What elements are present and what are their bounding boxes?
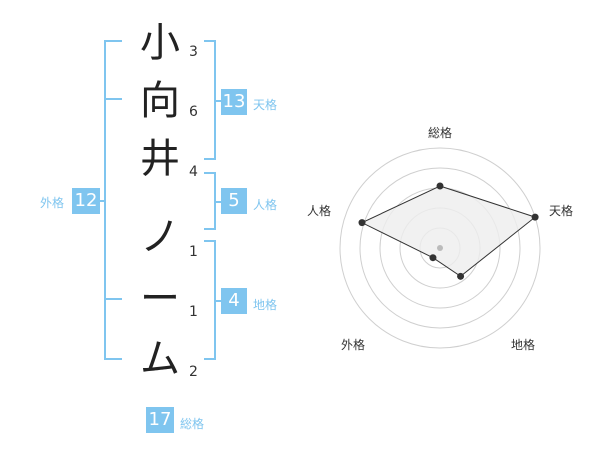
radar-chart (339, 147, 541, 349)
jinkaku-label: 人格 (253, 198, 278, 212)
name-char: 小 (140, 20, 180, 66)
chikaku-bracket (204, 240, 216, 360)
chikaku-label: 地格 (253, 298, 278, 312)
name-char: ム (140, 336, 180, 382)
stroke-count: 1 (189, 304, 198, 320)
stroke-count: 4 (189, 164, 198, 180)
name-char: 井 (140, 136, 180, 182)
radar-points (358, 182, 539, 280)
radar-ring (339, 147, 541, 349)
bracket-connector (216, 201, 222, 203)
gaikaku-value: 12 (72, 188, 100, 214)
radar-point (429, 254, 437, 262)
stroke-count: 2 (189, 364, 198, 380)
chikaku-value: 4 (221, 288, 247, 314)
radar-point (457, 272, 465, 280)
bracket-connector (216, 300, 222, 302)
stroke-count: 1 (189, 244, 198, 260)
tenkaku-bracket (204, 40, 216, 160)
radar-label-chikaku: 地格 (511, 338, 536, 352)
radar-polygon (360, 185, 537, 277)
soukaku-label: 総格 (180, 417, 205, 431)
radar-label-tenkaku: 天格 (549, 204, 574, 218)
name-char: ノ (140, 214, 180, 260)
tenkaku-value: 13 (221, 89, 247, 115)
name-char: 向 (140, 78, 180, 124)
radar-label-soukaku: 総格 (428, 126, 453, 140)
radar-point (358, 219, 366, 227)
jinkaku-bracket (204, 172, 216, 230)
gaikaku-bracket (104, 40, 122, 360)
tenkaku-label: 天格 (253, 98, 278, 112)
soukaku-value: 17 (146, 407, 174, 433)
bracket-connector (98, 200, 106, 202)
radar-center-dot (437, 245, 443, 251)
name-char: ー (140, 276, 180, 322)
bracket-tick (104, 298, 122, 300)
radar-label-jinkaku: 人格 (307, 204, 332, 218)
stroke-count: 6 (189, 104, 198, 120)
radar-ring (359, 167, 521, 329)
radar-point (531, 213, 539, 221)
bracket-tick (104, 98, 122, 100)
radar-point (436, 182, 444, 190)
radar-label-gaikaku: 外格 (341, 338, 366, 352)
bracket-connector (216, 100, 222, 102)
jinkaku-value: 5 (221, 188, 247, 214)
gaikaku-label: 外格 (40, 196, 65, 210)
stroke-count: 3 (189, 44, 198, 60)
